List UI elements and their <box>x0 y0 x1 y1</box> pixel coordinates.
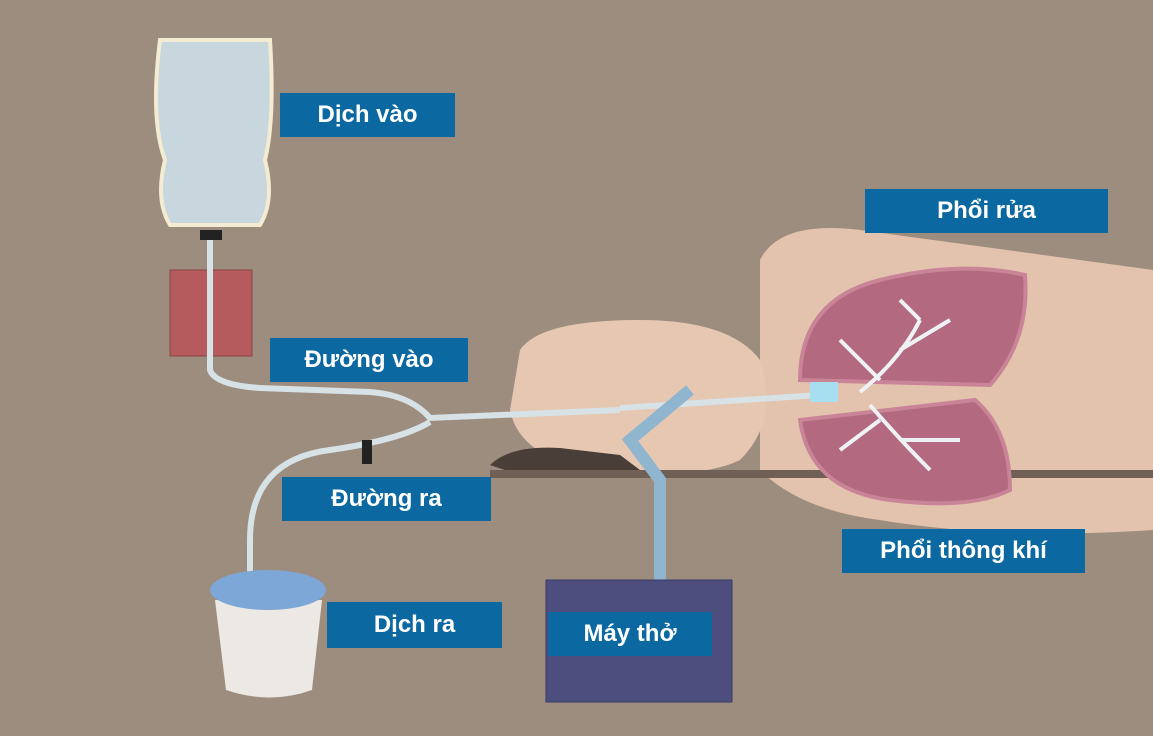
canister-lid <box>210 570 326 610</box>
endotracheal-cuff <box>810 382 838 402</box>
outflow-clamp <box>362 440 372 464</box>
label-outflow-fluid: Dịch ra <box>327 602 502 648</box>
iv-clamp <box>200 230 222 240</box>
iv-bag <box>154 38 274 227</box>
label-ventilator: Máy thở <box>548 612 712 656</box>
patient-head <box>510 320 767 474</box>
collection-canister <box>215 600 322 698</box>
label-lavaged-lung: Phổi rửa <box>865 189 1108 233</box>
lung-lower <box>797 397 1013 506</box>
label-inflow-fluid: Dịch vào <box>280 93 455 137</box>
pillow-shadow <box>490 447 640 475</box>
bed-line <box>490 470 1153 478</box>
label-inflow-line: Đường vào <box>270 338 468 382</box>
label-outflow-line: Đường ra <box>282 477 491 521</box>
tubing <box>207 240 821 590</box>
bronchial-tree <box>838 298 960 472</box>
label-ventilated-lung: Phổi thông khí <box>842 529 1085 573</box>
